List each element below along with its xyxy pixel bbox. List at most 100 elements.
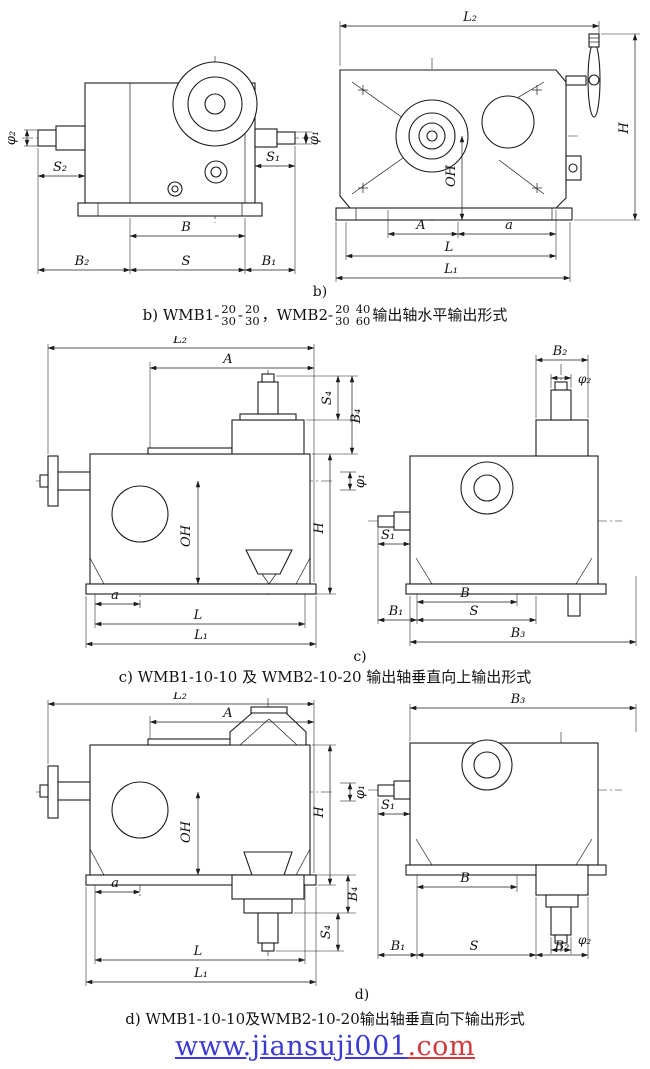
input-shaft [57,471,91,491]
dim-label-l1: L₁ [193,966,208,981]
dim-label-phi2: φ₂ [578,372,591,386]
dim-label-A: A [415,218,425,233]
dim-label-phi2: φ₂ [4,131,19,145]
worm-housing-pentagon [229,712,307,746]
base-flange [85,874,317,886]
input-disc [47,765,59,819]
output-shaft-down [257,912,279,944]
bearing-bore [461,739,513,791]
dim-label-oh: OH [179,524,194,547]
input-disc [47,455,59,507]
dim-label-A: A [222,352,232,367]
caption-d-text: d) WMB1-10-10及WMB2-10-20输出轴垂直向下输出形式 [125,1009,525,1028]
dim-label-s2: S₂ [53,160,67,175]
dim-label-s1: S₁ [266,150,280,165]
dim-label-oh: OH [444,164,459,187]
dim-label-h: H [312,522,327,535]
watermark-url-tld[interactable]: .com [407,1031,476,1062]
dim-label-l1: L₁ [193,628,208,643]
input-shaft-side [393,780,411,800]
b-side-view: L₂ H OH A a L L₁ b) [313,10,640,300]
plug-circle [167,181,183,197]
input-shaft-side [393,511,411,531]
inspection-circle [111,781,169,839]
dim-label-h: H [312,806,327,819]
caption-b-dash: - [237,305,243,324]
inspection-circle [111,485,169,543]
dim-label-phi1: φ₁ [353,474,368,488]
dim-label-h: H [617,122,632,135]
output-tower-side [535,419,589,457]
drawing-c: L₂ A S₄ B₄ H φ₁ OH a L L₁ [36,336,637,665]
input-shaft-left [55,125,86,151]
lower-leg [567,593,581,617]
drawing-d: L₂ A H φ₁ OH B₄ S₄ a L L₁ d) [36,692,637,1003]
dim-label-l2: L₂ [172,336,187,347]
top-cover [147,738,233,746]
dim-label-phi1: φ₁ [307,131,322,145]
dim-label-l2: L₂ [172,692,187,703]
caption-b-suffix: 输出轴水平输出形式 [372,305,508,324]
dim-label-s4: S₄ [320,391,335,405]
dim-label-b2: B₂ [74,254,90,269]
plug-circle [204,160,228,184]
base-flange [85,583,317,595]
view-tag-d: d) [355,987,369,1003]
dim-label-a: a [111,876,119,891]
base-flange-side [405,583,607,595]
output-tower [231,419,305,455]
dim-label-l: L [444,240,454,255]
input-shaft [57,781,91,801]
view-tag-c: c) [353,649,366,665]
dim-label-b: B [459,871,470,886]
dim-label-b1: B₁ [388,604,404,619]
c-front-view: L₂ A S₄ B₄ H φ₁ OH a L L₁ [36,336,368,648]
handwheel-hub [588,74,600,86]
dim-label-b: B [180,220,191,235]
dim-label-s: S [182,254,191,269]
dim-label-s: S [470,939,479,954]
caption-c: c) WMB1-10-10 及 WMB2-10-20 输出轴垂直向上输出形式 [0,667,650,687]
handwheel-shaft [565,75,587,86]
side-bracket [565,155,582,181]
output-shaft-up [550,389,572,421]
dim-label-b3: B₃ [510,626,526,641]
output-shaft-up [257,381,279,415]
dim-label-s: S [470,604,479,619]
dim-label-oh: OH [179,820,194,843]
dim-label-phi1: φ₁ [353,785,368,799]
dim-label-A: A [222,706,232,721]
worm-housing-circle [172,61,258,147]
dim-label-b4: B₄ [349,409,364,425]
dim-label-b: B [459,586,470,601]
view-tag-b: b) [313,284,327,300]
dim-label-phi2: φ₂ [578,933,591,947]
dim-label-l: L [193,944,203,959]
dim-label-b2: B₂ [554,939,570,954]
caption-b-prefix: b) WMB1- [142,305,220,324]
site-watermark: www.jiansuji001.com [0,1031,650,1062]
drain-cone [245,549,293,575]
bearing-bore [460,461,514,515]
dim-label-l2: L₂ [462,10,477,25]
b-front-view: φ₂ S₂ S₁ φ₁ B B₂ S B₁ [4,56,322,274]
output-shaft-right [254,128,278,148]
caption-b-mid: ，WMB2- [261,305,334,324]
dim-label-s1: S₁ [381,528,395,543]
base-flange-side [405,864,607,876]
dim-label-l: L [193,608,203,623]
dim-label-a: a [505,218,513,233]
watermark-url-main[interactable]: www.jiansuji001 [174,1031,408,1062]
d-front-view: L₂ A H φ₁ OH B₄ S₄ a L L₁ d) [36,692,369,1003]
bearing-bore-large [395,99,469,173]
drawing-b: φ₂ S₂ S₁ φ₁ B B₂ S B₁ [4,10,640,300]
output-tower-down-side [535,864,589,896]
c-side-view: B₂ φ₂ S₁ B S B₁ B₃ c) [353,344,637,665]
dim-label-b1: B₁ [261,254,277,269]
dim-label-b1: B₁ [390,939,406,954]
caption-d: d) WMB1-10-10及WMB2-10-20输出轴垂直向下输出形式 [0,1009,650,1029]
base-flange-side [335,207,573,221]
